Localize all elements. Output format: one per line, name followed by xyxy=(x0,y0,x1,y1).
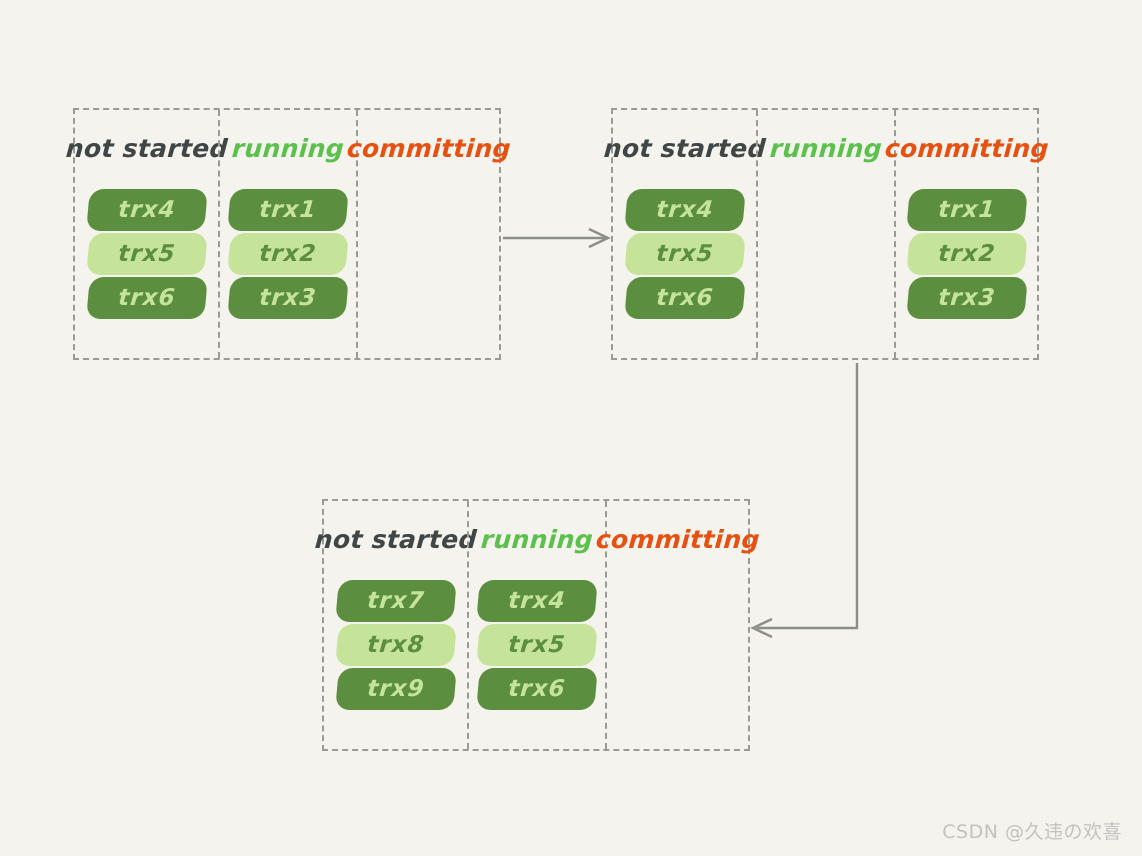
trx-label: trx2 xyxy=(258,241,318,267)
trx-label: trx3 xyxy=(936,285,997,311)
trx-box[interactable]: trx2 xyxy=(227,233,349,275)
trx-label: trx6 xyxy=(654,285,715,311)
column-title-running: running xyxy=(768,134,884,163)
arrow-head-left xyxy=(750,617,773,639)
trx-box[interactable]: trx3 xyxy=(905,277,1028,319)
trx-box[interactable]: trx8 xyxy=(334,624,457,666)
watermark-label: CSDN @久违の欢喜 xyxy=(942,821,1122,843)
trx-label: trx3 xyxy=(258,285,318,311)
column-not-started: not started trx4 trx5 trx6 xyxy=(65,110,228,358)
state-panel-1: not started trx4 trx5 trx6 running trx1 … xyxy=(65,108,511,360)
transaction-stack: trx7 trx8 trx9 xyxy=(334,580,457,710)
trx-box[interactable]: trx6 xyxy=(476,668,598,710)
trx-box[interactable]: trx1 xyxy=(905,189,1028,231)
column-not-started: not started trx7 trx8 trx9 xyxy=(314,501,477,749)
trx-label: trx9 xyxy=(365,676,426,702)
trx-box[interactable]: trx5 xyxy=(476,624,598,666)
trx-label: trx5 xyxy=(507,632,567,658)
transaction-stack: trx1 trx2 trx3 xyxy=(905,189,1028,319)
trx-label: trx4 xyxy=(116,197,177,223)
arrow-panel2-to-panel3 xyxy=(757,363,859,630)
trx-label: trx6 xyxy=(507,676,567,702)
trx-box[interactable]: trx4 xyxy=(85,189,208,231)
trx-label: trx8 xyxy=(365,632,426,658)
trx-box[interactable]: trx2 xyxy=(905,233,1028,275)
trx-box[interactable]: trx9 xyxy=(334,668,457,710)
trx-label: trx4 xyxy=(654,197,715,223)
column-title-not-started: not started xyxy=(64,134,229,163)
transaction-stack: trx4 trx5 trx6 xyxy=(623,189,746,319)
trx-box[interactable]: trx6 xyxy=(85,277,208,319)
column-running: running xyxy=(756,110,894,358)
column-committing: committing xyxy=(595,501,760,749)
column-running: running trx1 trx2 trx3 xyxy=(218,110,356,358)
trx-box[interactable]: trx7 xyxy=(334,580,457,622)
column-title-committing: committing xyxy=(345,134,512,163)
column-committing: committing xyxy=(346,110,511,358)
state-panel-2: not started trx4 trx5 trx6 running commi… xyxy=(603,108,1049,360)
column-title-not-started: not started xyxy=(602,134,767,163)
trx-label: trx5 xyxy=(654,241,715,267)
column-title-not-started: not started xyxy=(313,525,478,554)
trx-box[interactable]: trx5 xyxy=(623,233,746,275)
column-committing: committing trx1 trx2 trx3 xyxy=(884,110,1049,358)
trx-box[interactable]: trx4 xyxy=(623,189,746,231)
trx-label: trx4 xyxy=(507,588,567,614)
trx-box[interactable]: trx4 xyxy=(476,580,598,622)
column-title-committing: committing xyxy=(883,134,1050,163)
column-title-running: running xyxy=(479,525,595,554)
transaction-stack: trx1 trx2 trx3 xyxy=(227,189,349,319)
column-running: running trx4 trx5 trx6 xyxy=(467,501,605,749)
trx-label: trx1 xyxy=(258,197,318,223)
trx-box[interactable]: trx3 xyxy=(227,277,349,319)
column-title-committing: committing xyxy=(594,525,761,554)
trx-label: trx1 xyxy=(936,197,997,223)
state-panel-3: not started trx7 trx8 trx9 running trx4 … xyxy=(314,499,760,751)
transaction-stack: trx4 trx5 trx6 xyxy=(476,580,598,710)
column-title-running: running xyxy=(230,134,346,163)
trx-box[interactable]: trx6 xyxy=(623,277,746,319)
trx-label: trx2 xyxy=(936,241,997,267)
transaction-stack: trx4 trx5 trx6 xyxy=(85,189,208,319)
trx-label: trx5 xyxy=(116,241,177,267)
column-not-started: not started trx4 trx5 trx6 xyxy=(603,110,766,358)
trx-box[interactable]: trx1 xyxy=(227,189,349,231)
trx-label: trx7 xyxy=(365,588,426,614)
trx-box[interactable]: trx5 xyxy=(85,233,208,275)
trx-label: trx6 xyxy=(116,285,177,311)
arrow-head-right xyxy=(588,227,611,249)
